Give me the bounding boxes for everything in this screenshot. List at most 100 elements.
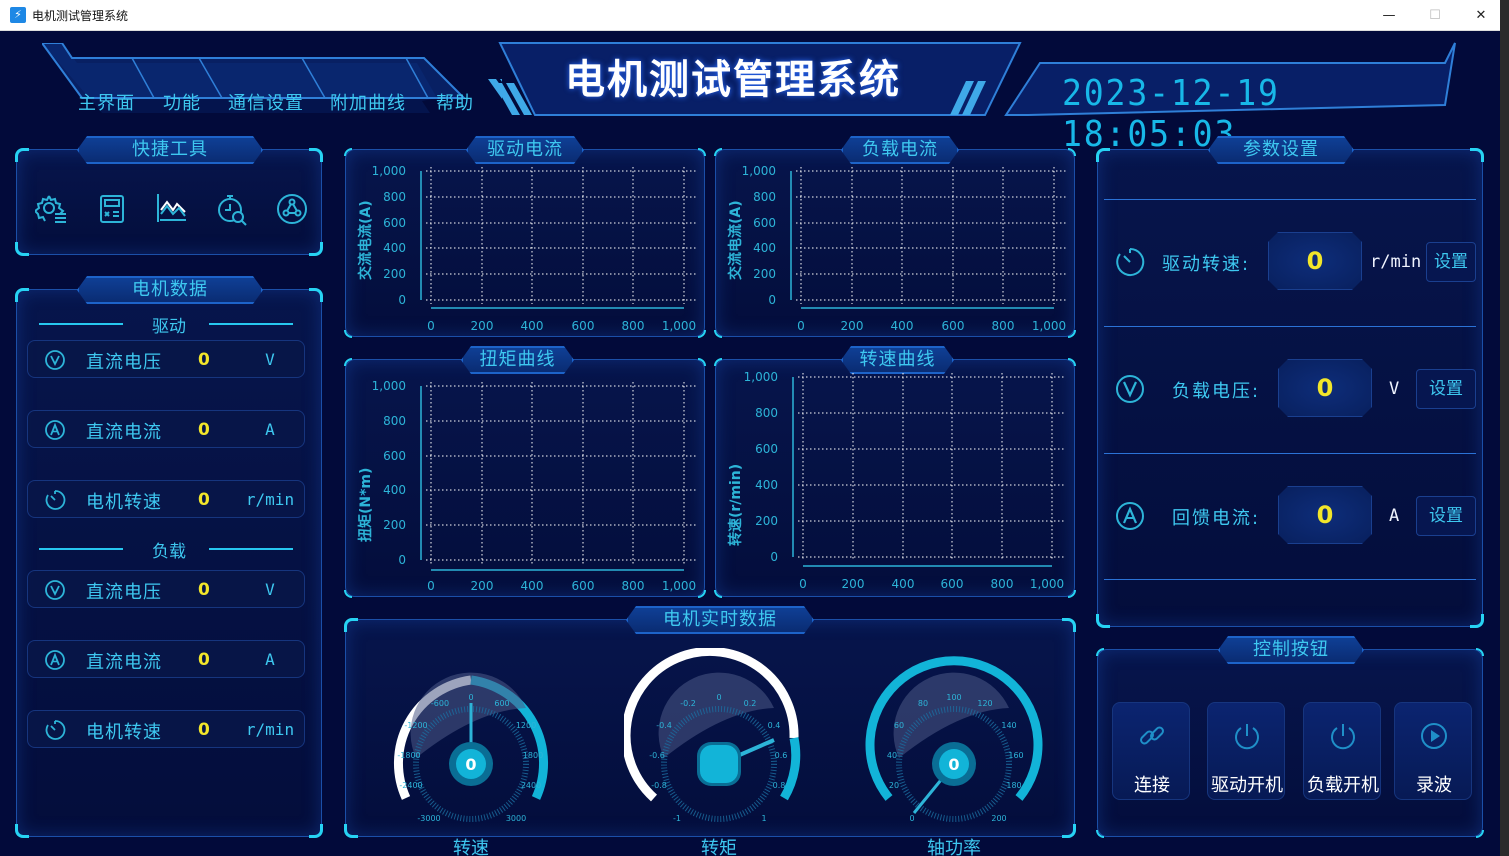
motor-data-panel: 电机数据 驱动 直流电压 0 V 直流电流 0 A 电机转速 0 r/min 负… [15, 289, 323, 838]
svg-text:-1800: -1800 [397, 751, 420, 760]
svg-text:800: 800 [991, 577, 1014, 591]
voltage-icon [45, 580, 65, 600]
svg-text:200: 200 [383, 518, 406, 532]
param-unit: r/min [1370, 252, 1422, 272]
drive-section-title: 驱动 [152, 317, 186, 337]
gauge-value: 0 [465, 755, 476, 774]
svg-text:2400: 2400 [521, 781, 541, 790]
drive-power-on-button[interactable]: 驱动开机 [1207, 702, 1285, 800]
speed-icon [1116, 247, 1145, 276]
set-load-voltage-button[interactable]: 设置 [1416, 369, 1476, 409]
param-label: 负载电压: [1172, 381, 1261, 402]
control-panel: 控制按钮 连接 驱动开机 负载开机 录波 [1096, 649, 1484, 838]
svg-text:0: 0 [398, 293, 406, 307]
feedback-current-input[interactable]: 0 [1278, 486, 1372, 544]
realtime-title: 电机实时数据 [626, 606, 814, 634]
nav-comm-settings[interactable]: 通信设置 [228, 93, 304, 114]
network-nodes-icon[interactable] [275, 192, 309, 226]
params-title: 参数设置 [1208, 136, 1354, 164]
svg-text:400: 400 [383, 241, 406, 255]
drive-speed-input[interactable]: 0 [1268, 232, 1362, 290]
control-title: 控制按钮 [1218, 636, 1364, 664]
svg-text:600: 600 [941, 577, 964, 591]
minimize-button[interactable]: — [1382, 8, 1396, 23]
svg-text:1: 1 [761, 814, 766, 823]
nav-help[interactable]: 帮助 [436, 93, 474, 114]
svg-text:800: 800 [383, 414, 406, 428]
y-axis-label: 转速(r/min) [727, 464, 744, 546]
timer-search-icon[interactable] [215, 192, 249, 226]
param-feedback-current: 回馈电流: 0 A 设置 [1098, 476, 1482, 556]
page-title: 电机测试管理系统 [565, 57, 901, 103]
svg-text:1,000: 1,000 [1030, 577, 1064, 591]
svg-text:0.2: 0.2 [744, 699, 757, 708]
svg-text:1200: 1200 [516, 721, 536, 730]
app-lightning-icon: ⚡ [10, 7, 26, 23]
divider [1104, 579, 1476, 580]
svg-text:1,000: 1,000 [372, 164, 406, 178]
record-wave-button[interactable]: 录波 [1394, 702, 1472, 800]
svg-text:600: 600 [383, 449, 406, 463]
divider [1104, 326, 1476, 327]
svg-text:600: 600 [383, 216, 406, 230]
connect-button[interactable]: 连接 [1112, 702, 1190, 800]
svg-text:0: 0 [427, 579, 435, 593]
svg-text:0: 0 [427, 319, 435, 333]
svg-text:1800: 1800 [523, 751, 543, 760]
svg-text:600: 600 [753, 216, 776, 230]
calculator-icon[interactable] [95, 192, 129, 226]
svg-text:0: 0 [768, 293, 776, 307]
svg-text:100: 100 [946, 693, 961, 702]
row-label: 直流电流 [86, 422, 162, 443]
title-frame [494, 42, 1022, 116]
svg-text:400: 400 [755, 478, 778, 492]
set-feedback-current-button[interactable]: 设置 [1416, 496, 1476, 536]
svg-text:0.8: 0.8 [773, 781, 786, 790]
settings-gear-icon[interactable] [33, 192, 69, 226]
svg-text:1,000: 1,000 [742, 164, 776, 178]
nav-home[interactable]: 主界面 [78, 93, 135, 114]
row-unit: A [265, 650, 275, 669]
current-icon [1116, 502, 1144, 530]
svg-text:200: 200 [991, 814, 1006, 823]
y-axis-label: 交流电流(A) [357, 200, 374, 280]
svg-text:0: 0 [799, 577, 807, 591]
svg-text:-0.4: -0.4 [656, 721, 672, 730]
nav-extra-curves[interactable]: 附加曲线 [330, 93, 406, 114]
motor-data-title: 电机数据 [77, 276, 263, 304]
load-power-on-button[interactable]: 负载开机 [1303, 702, 1381, 800]
row-label: 电机转速 [86, 722, 162, 743]
svg-text:600: 600 [942, 319, 965, 333]
close-button[interactable]: ✕ [1475, 8, 1487, 23]
nav-functions[interactable]: 功能 [163, 93, 201, 114]
set-drive-speed-button[interactable]: 设置 [1426, 242, 1476, 282]
divider [1104, 199, 1476, 200]
svg-text:400: 400 [521, 579, 544, 593]
speed-icon [45, 720, 66, 740]
svg-text:0: 0 [716, 693, 721, 702]
gauge-label: 转速 [453, 838, 489, 856]
svg-text:0: 0 [909, 814, 914, 823]
row-label: 直流电流 [86, 652, 162, 673]
svg-text:0.4: 0.4 [768, 721, 781, 730]
svg-text:140: 140 [1001, 721, 1016, 730]
row-unit: r/min [245, 490, 295, 509]
button-label: 连接 [1134, 775, 1170, 796]
waveform-chart-icon[interactable] [155, 192, 189, 226]
svg-text:-3000: -3000 [417, 814, 440, 823]
row-unit: r/min [245, 720, 295, 739]
maximize-button[interactable]: ☐ [1429, 8, 1441, 23]
svg-text:1,000: 1,000 [372, 379, 406, 393]
row-value: 0 [198, 650, 210, 670]
svg-text:200: 200 [755, 514, 778, 528]
svg-text:1,000: 1,000 [662, 319, 696, 333]
load-voltage-input[interactable]: 0 [1278, 359, 1372, 417]
